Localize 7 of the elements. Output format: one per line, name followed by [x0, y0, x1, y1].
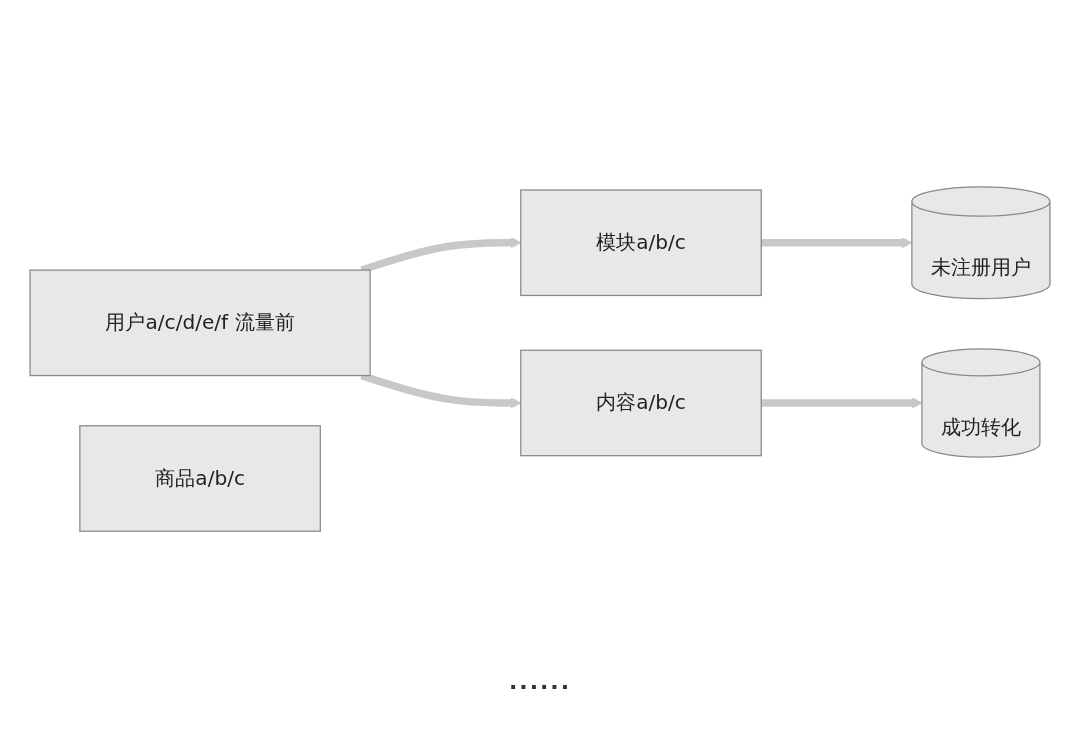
node-box: 用户a/c/d/e/f 流量前	[29, 268, 371, 376]
node-box: 商品a/b/c	[79, 424, 321, 532]
arrow	[761, 236, 913, 248]
arrow	[761, 396, 923, 408]
node-box: 内容a/b/c	[520, 349, 762, 456]
node-box: 模块a/b/c	[520, 188, 762, 296]
ellipsis-note: ......	[508, 668, 572, 694]
